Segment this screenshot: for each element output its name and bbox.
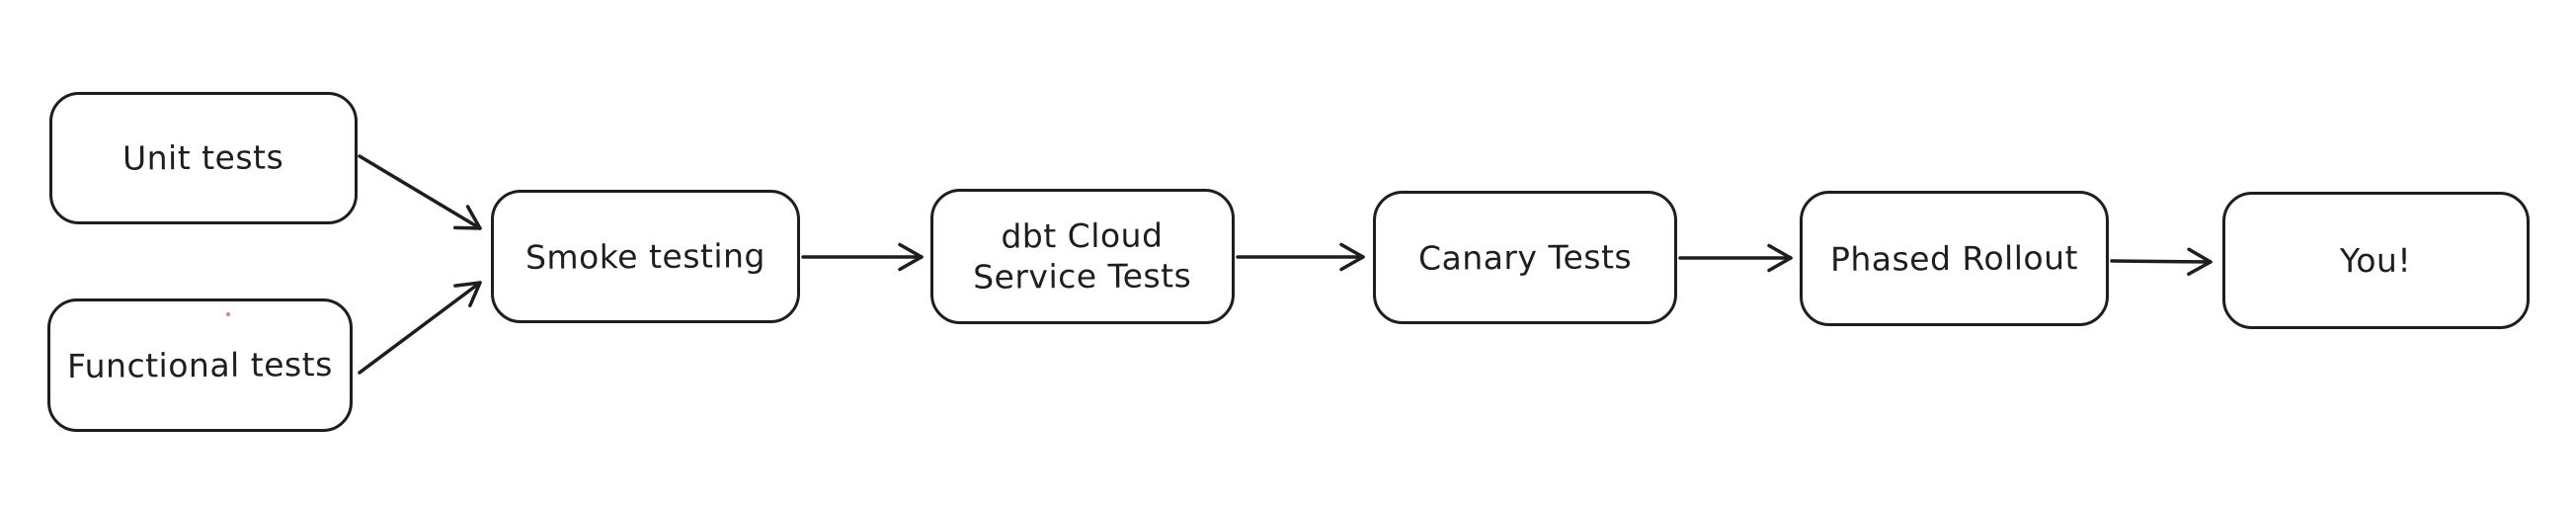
node-phased-rollout[interactable]: Phased Rollout — [1800, 191, 2109, 326]
arrow-functional-tests-to-smoke-testing[interactable] — [358, 281, 482, 375]
node-smoke-testing[interactable]: Smoke testing — [491, 190, 800, 323]
arrow-line — [358, 281, 482, 375]
node-you[interactable]: You! — [2222, 192, 2530, 329]
arrow-unit-tests-to-smoke-testing[interactable] — [358, 154, 482, 230]
node-label: Functional tests — [66, 344, 334, 385]
node-label: Unit tests — [122, 137, 284, 178]
node-label: Canary Tests — [1417, 237, 1633, 278]
arrow-line — [358, 154, 482, 230]
node-unit-tests[interactable]: Unit tests — [49, 92, 358, 224]
arrow-line — [2110, 247, 2213, 277]
node-canary-tests[interactable]: Canary Tests — [1373, 191, 1677, 324]
node-functional-tests[interactable]: Functional tests — [47, 298, 353, 432]
node-label: Phased Rollout — [1829, 237, 2079, 279]
node-label: You! — [2340, 240, 2412, 281]
node-dbt-cloud-service-tests[interactable]: dbt Cloud Service Tests — [930, 189, 1235, 324]
arrow-phased-rollout-to-you[interactable] — [2110, 247, 2213, 277]
red-pixel-artifact — [226, 312, 230, 316]
node-label: Smoke testing — [524, 236, 766, 277]
node-label: dbt Cloud Service Tests — [973, 215, 1192, 298]
